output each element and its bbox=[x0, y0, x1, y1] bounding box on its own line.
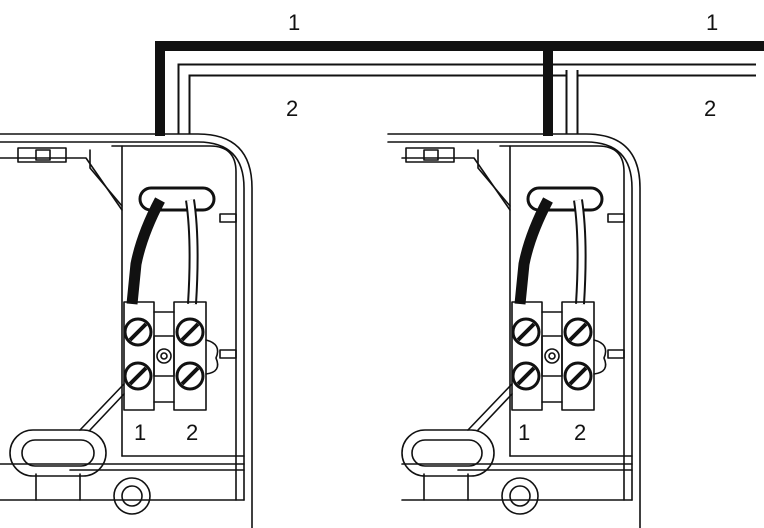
wire-2-bus bbox=[177, 63, 756, 134]
label-terminal-2-right: 2 bbox=[574, 420, 586, 445]
label-terminal-1-left: 1 bbox=[134, 420, 146, 445]
junction-box-right: 1 2 bbox=[387, 133, 641, 528]
label-terminal-1-right: 1 bbox=[518, 420, 530, 445]
wire-drops bbox=[155, 50, 553, 136]
label-terminal-2-left: 2 bbox=[186, 420, 198, 445]
junction-box-left: 1 2 bbox=[0, 133, 253, 528]
label-wire-2-left: 2 bbox=[286, 96, 298, 121]
label-wire-1-left: 1 bbox=[288, 10, 300, 35]
label-wire-2-right: 2 bbox=[704, 96, 716, 121]
terminal-screw-icon bbox=[123, 317, 205, 391]
terminal-screw-icon bbox=[511, 317, 593, 391]
wire-1-bus bbox=[155, 41, 764, 134]
label-wire-1-right: 1 bbox=[706, 10, 718, 35]
